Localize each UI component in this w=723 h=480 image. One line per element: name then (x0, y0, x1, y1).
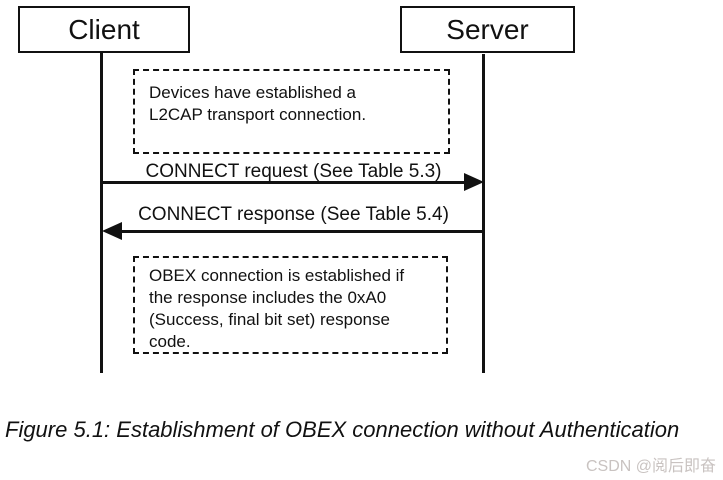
actor-server-label: Server (446, 13, 529, 45)
right-arrowhead-icon (464, 173, 484, 191)
note-line: L2CAP transport connection. (149, 105, 367, 124)
actor-client-box: Client (18, 6, 190, 53)
actor-client-label: Client (68, 13, 140, 45)
figure-caption: Figure 5.1: Establishment of OBEX connec… (5, 417, 680, 442)
note-line: code. (149, 332, 191, 351)
connect-response-line (122, 230, 485, 233)
note-l2cap-transport: Devices have established a L2CAP transpo… (133, 69, 450, 154)
actor-server-box: Server (400, 6, 575, 53)
note-line: the response includes the 0xA0 (149, 288, 387, 307)
note-line: OBEX connection is established if (149, 266, 405, 285)
server-lifeline (482, 54, 485, 373)
note-line: Devices have established a (149, 83, 356, 102)
left-arrowhead-icon (102, 222, 122, 240)
client-lifeline (100, 53, 103, 373)
connect-request-label: CONNECT request (See Table 5.3) (145, 161, 442, 182)
note-obex-established: OBEX connection is established if the re… (133, 256, 448, 354)
connect-request-line (103, 181, 464, 184)
connect-response-label: CONNECT response (See Table 5.4) (138, 204, 449, 225)
csdn-watermark: CSDN @阅后即奋 (585, 458, 716, 475)
note-line: (Success, final bit set) response (149, 310, 390, 329)
